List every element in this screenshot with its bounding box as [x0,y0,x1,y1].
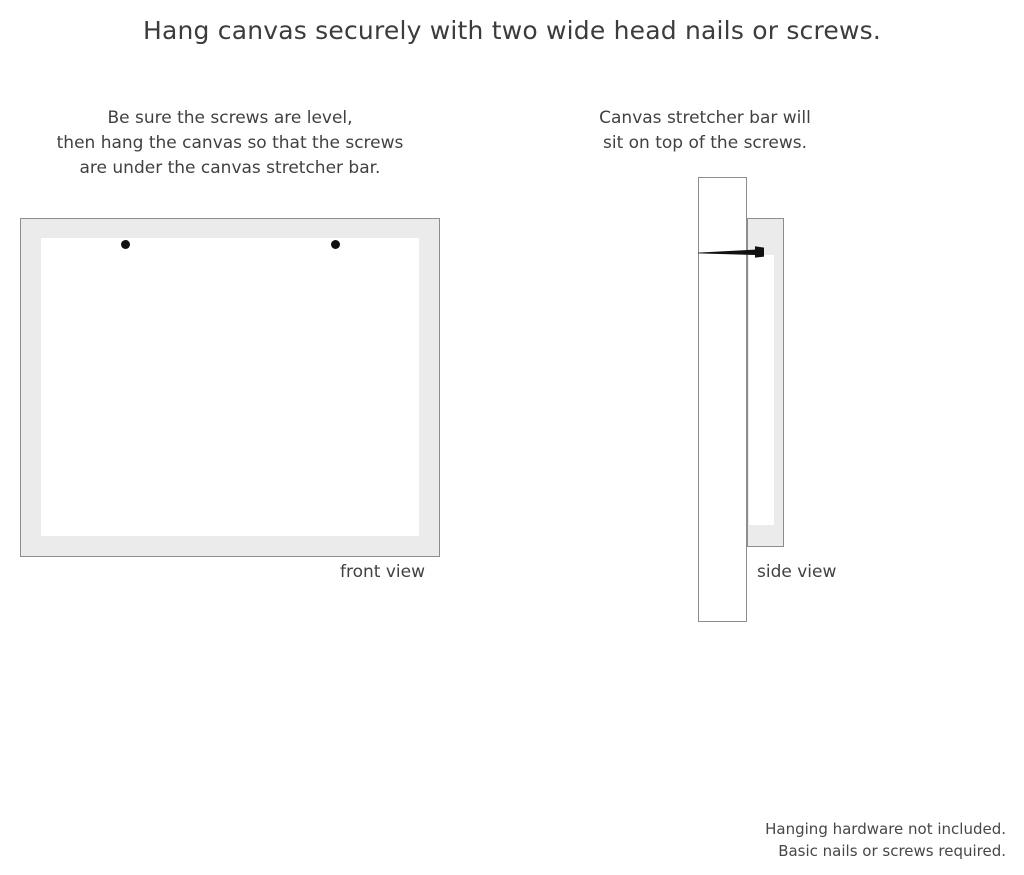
side-view-label: side view [757,562,837,582]
footer-note-line-2: Basic nails or screws required. [778,842,1006,860]
footer-note: Hanging hardware not included. Basic nai… [586,818,1006,862]
side-view-caption: Canvas stretcher bar will sit on top of … [585,106,825,156]
page-title: Hang canvas securely with two wide head … [142,16,882,45]
footer-note-line-1: Hanging hardware not included. [765,820,1006,838]
left-screw-dot-icon [121,240,130,249]
front-view-caption-line-2: then hang the canvas so that the screws [56,133,404,153]
side-view-caption-line-2: sit on top of the screws. [602,133,808,153]
front-view-caption: Be sure the screws are level, then hang … [20,106,440,181]
stretcher-bar-hollow [749,255,774,525]
side-view-diagram [690,170,820,630]
front-view-diagram [20,218,440,557]
front-view-label: front view [340,562,425,582]
canvas-front-face [41,238,419,536]
side-view-caption-line-1: Canvas stretcher bar will [599,108,811,128]
front-view-caption-line-3: are under the canvas stretcher bar. [79,158,381,178]
front-view-caption-line-1: Be sure the screws are level, [107,108,353,128]
screw-icon [698,244,773,260]
right-screw-dot-icon [331,240,340,249]
